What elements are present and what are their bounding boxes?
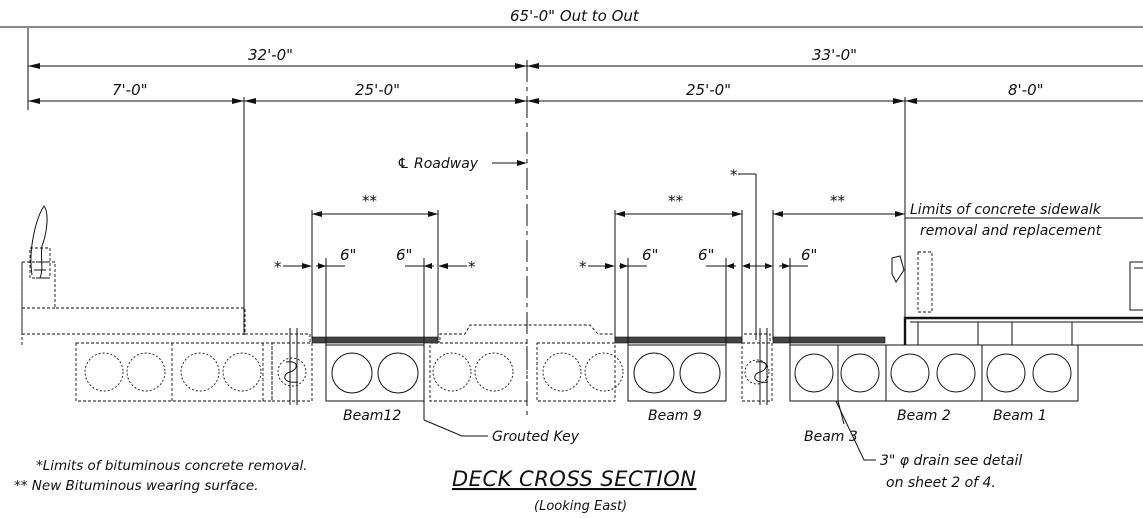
dim-left-roadway: 25'-0" xyxy=(355,81,400,99)
star-left-1: * xyxy=(274,258,282,276)
star-left-2: * xyxy=(468,258,476,276)
dim-right-roadway: 25'-0" xyxy=(686,81,731,99)
note-new-wearing-surface: ** New Bituminous wearing surface. xyxy=(14,478,259,494)
beam9-label: Beam 9 xyxy=(648,408,702,424)
dim-right-half: 33'-0" xyxy=(812,46,857,64)
left-sidewalk xyxy=(21,205,246,345)
note-bituminous-removal: *Limits of bituminous concrete removal. xyxy=(36,458,308,474)
drain-note-line1: 3" φ drain see detail xyxy=(880,453,1022,469)
sidewalk-limits-line1: Limits of concrete sidewalk xyxy=(910,202,1102,218)
replaced-beams xyxy=(325,344,1079,402)
notes: *Limits of bituminous concrete removal. … xyxy=(14,458,308,494)
grouted-key-label: Grouted Key xyxy=(492,429,580,445)
dim-double-star-3: ** xyxy=(830,192,846,210)
beam2-label: Beam 2 xyxy=(897,408,951,424)
dim-right-sidewalk: 8'-0" xyxy=(1008,81,1044,99)
dim-6in-1: 6" xyxy=(340,246,356,264)
dim-double-star-2: ** xyxy=(668,192,684,210)
dim-6in-5: 6" xyxy=(801,246,817,264)
beam1-label: Beam 1 xyxy=(993,408,1047,424)
dimension-lines: 65'-0" Out to Out 32'-0" 33'-0" 7'-0" 25… xyxy=(0,7,1143,335)
beam12-label: Beam12 xyxy=(343,408,401,424)
dim-left-sidewalk: 7'-0" xyxy=(112,81,148,99)
beam3-label: Beam 3 xyxy=(804,429,858,445)
centerline-label: ℄ Roadway xyxy=(397,156,479,172)
title-sub: (Looking East) xyxy=(534,499,627,514)
right-sidewalk xyxy=(891,251,1143,346)
drawing-title: DECK CROSS SECTION (Looking East) xyxy=(452,467,696,514)
dim-6in-4: 6" xyxy=(698,246,714,264)
sidewalk-limits-line2: removal and replacement xyxy=(920,223,1102,239)
centerline: ℄ Roadway xyxy=(397,60,528,420)
new-surface-dims: ** 6" 6" * * ** 6" 6" * * xyxy=(274,166,905,345)
dim-6in-3: 6" xyxy=(642,246,658,264)
new-wearing-surface xyxy=(311,336,886,344)
dim-double-star-1: ** xyxy=(362,192,378,210)
sidewalk-limits-note: Limits of concrete sidewalk removal and … xyxy=(905,202,1143,239)
existing-beams xyxy=(75,342,773,402)
dim-overall: 65'-0" Out to Out xyxy=(510,7,640,25)
dim-left-half: 32'-0" xyxy=(248,46,293,64)
beam-labels: Beam12 Beam 9 Beam 2 Beam 1 Beam 3 Grout… xyxy=(343,358,1047,491)
title-main: DECK CROSS SECTION xyxy=(452,467,696,491)
dim-6in-2: 6" xyxy=(396,246,412,264)
drain-note-line2: on sheet 2 of 4. xyxy=(886,475,996,491)
star-top: * xyxy=(730,166,738,184)
break-lines xyxy=(284,328,769,405)
star-mid-1: * xyxy=(579,258,587,276)
